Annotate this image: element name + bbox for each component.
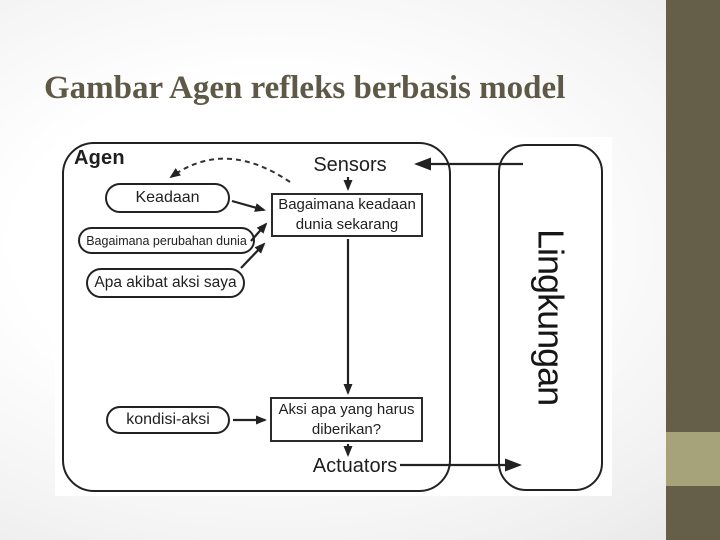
- action-selection-box: Aksi apa yang harus diberikan?: [270, 397, 423, 442]
- accent-sidebar-band: [666, 432, 720, 486]
- condition-action-ellipse: kondisi-aksi: [106, 406, 230, 434]
- action-effect-ellipse: Apa akibat aksi saya: [86, 268, 245, 298]
- agent-diagram: Agen Lingkungan Sensors Actuators Bagaim…: [55, 137, 612, 496]
- environment-box: Lingkungan: [498, 144, 603, 491]
- action-selection-box-line1: Aksi apa yang harus: [278, 400, 415, 418]
- world-change-ellipse: Bagaimana perubahan dunia: [78, 227, 255, 254]
- sensors-label: Sensors: [313, 154, 387, 176]
- diagram-arrows: [169, 157, 523, 472]
- world-state-box: Bagaimana keadaan dunia sekarang: [271, 193, 423, 237]
- worldstate-to-state-dashed-arrow: [169, 157, 291, 183]
- environment-label: Lingkungan: [530, 229, 572, 406]
- world-state-box-line2: dunia sekarang: [295, 216, 399, 233]
- world-state-box-line1: Bagaimana keadaan: [278, 196, 416, 213]
- action-selection-box-line2: diberikan?: [311, 420, 382, 438]
- state-ellipse: Keadaan: [105, 183, 230, 213]
- worldchange-to-worldstate-arrow: [250, 222, 268, 242]
- actuators-label: Actuators: [312, 455, 398, 477]
- agent-label: Agen: [74, 147, 125, 169]
- agent-container-box: [62, 142, 451, 492]
- state-to-worldstate-arrow: [231, 199, 266, 212]
- accent-sidebar: [666, 0, 720, 540]
- page-title: Gambar Agen refleks berbasis model: [44, 70, 566, 107]
- effect-to-worldstate-arrow: [240, 242, 266, 269]
